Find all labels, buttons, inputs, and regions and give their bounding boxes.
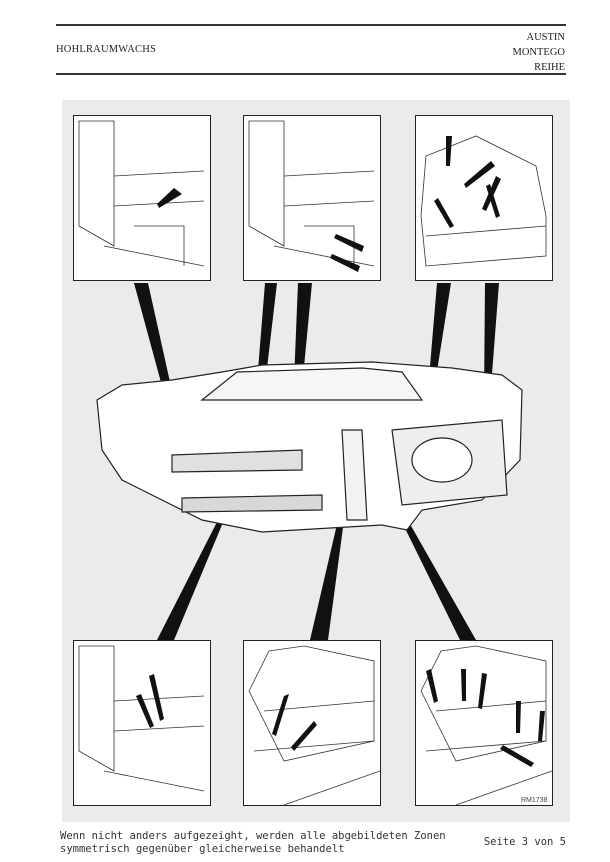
arrow-icon	[478, 673, 487, 709]
detail-panel-boot	[415, 115, 553, 281]
arrow-icon	[291, 721, 317, 751]
figure-reference: RM1738	[521, 797, 548, 804]
arrow-icon	[272, 694, 289, 736]
document-title: HOHLRAUMWACHS	[56, 44, 157, 55]
leader-line	[157, 520, 224, 640]
arrow-icon	[157, 188, 182, 208]
arrow-icon	[464, 161, 495, 188]
car-body	[96, 361, 523, 533]
page-number: Seite 3 von 5	[483, 836, 566, 848]
car-underbody-illustration	[96, 283, 523, 640]
arrow-icon	[461, 669, 466, 701]
arrow-icon	[538, 711, 545, 741]
arrow-icon	[334, 234, 364, 252]
vehicle-label: AUSTIN MONTEGO REIHE	[513, 30, 566, 75]
vehicle-make: AUSTIN	[526, 32, 566, 43]
footer-note: Wenn nicht anders aufgezeight, werden al…	[60, 830, 446, 856]
arrow-icon	[136, 694, 154, 728]
vehicle-range: REIHE	[534, 62, 565, 73]
footer-note-line2: symmetrisch gegenüber gleicherweise beha…	[60, 843, 345, 855]
arrow-icon	[486, 184, 500, 218]
arrow-icon	[330, 254, 360, 272]
vehicle-model: MONTEGO	[512, 47, 566, 58]
leader-line	[428, 283, 451, 390]
arrow-icon	[500, 745, 534, 767]
illustration-area	[62, 100, 570, 822]
detail-panel-boot-floor	[415, 640, 553, 806]
detail-panel-front-floor-left	[73, 115, 211, 281]
leader-line	[396, 510, 476, 640]
arrow-icon	[149, 674, 164, 721]
arrow-icon	[516, 701, 521, 733]
detail-panel-rear-wheelarch	[243, 640, 381, 806]
header-bottom-rule	[56, 73, 566, 75]
footer-note-line1: Wenn nicht anders aufgezeight, werden al…	[60, 830, 446, 842]
arrow-icon	[446, 136, 452, 166]
arrow-icon	[426, 669, 438, 703]
detail-panel-rear-floor	[73, 640, 211, 806]
detail-panel-front-floor-right	[243, 115, 381, 281]
leader-line	[310, 520, 344, 640]
header-top-rule	[56, 24, 566, 26]
leader-line	[484, 283, 499, 400]
arrow-icon	[434, 198, 454, 228]
